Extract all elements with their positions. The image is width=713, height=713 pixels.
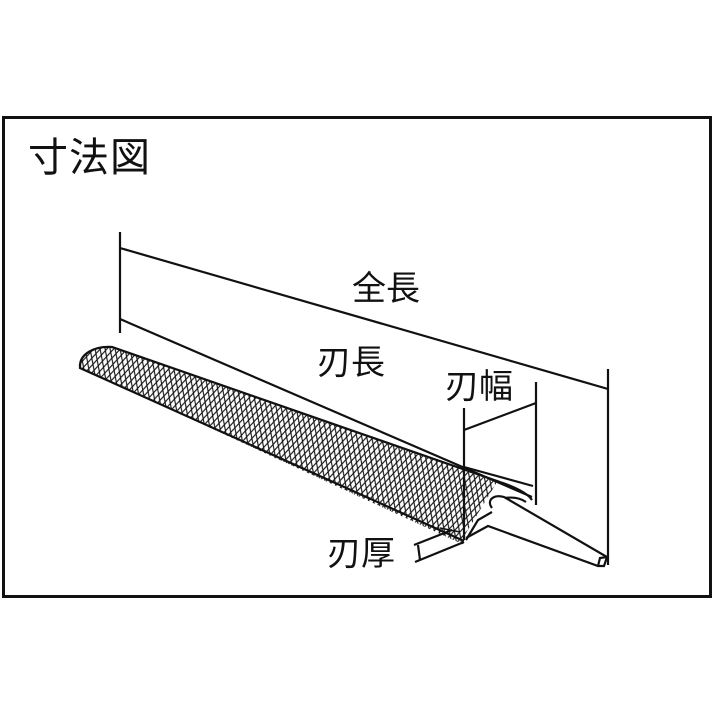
overall-length-dimension	[118, 232, 610, 565]
label-blade-length: 刃長	[317, 343, 385, 383]
file-blade	[78, 345, 501, 545]
diagram-title: 寸法図	[28, 135, 151, 181]
label-blade-thickness: 刃厚	[327, 534, 395, 574]
blade-thickness-dimension	[413, 528, 465, 564]
label-blade-width: 刃幅	[445, 367, 513, 407]
label-overall-length: 全長	[352, 269, 420, 309]
file-tang	[465, 480, 609, 568]
